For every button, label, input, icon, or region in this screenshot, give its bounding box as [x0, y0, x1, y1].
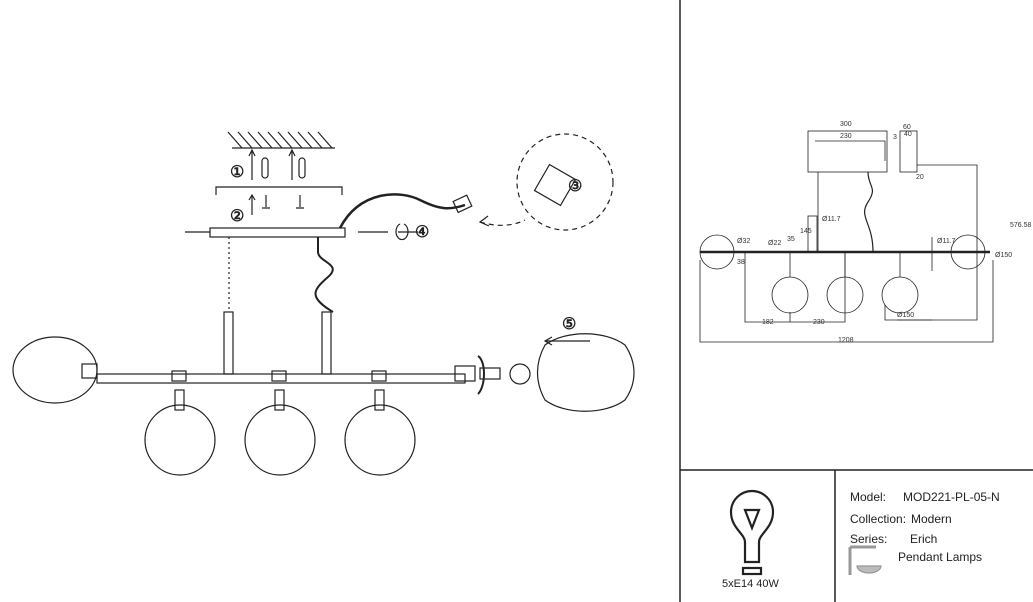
dim-label: 38 — [737, 259, 745, 266]
ceiling-icon — [227, 131, 335, 149]
canopy-plate — [209, 227, 346, 238]
dim-label: 230 — [840, 133, 852, 140]
model-label: Model: — [850, 490, 887, 504]
dim-label: 1208 — [838, 337, 854, 344]
dim-label: 60 — [903, 124, 911, 131]
dim-label: 230 — [813, 319, 825, 326]
step-3-label: ③ — [568, 176, 583, 195]
terminal-block-icon — [533, 163, 577, 207]
dim-label: Ø150 — [897, 312, 915, 319]
dimension-drawing — [699, 130, 994, 343]
arrow-icon — [478, 215, 490, 227]
dim-label: Ø32 — [737, 238, 751, 245]
dim-label: 3 — [893, 134, 897, 141]
arrow-icon — [248, 148, 306, 215]
mounting-bracket — [215, 186, 343, 195]
dim-label: Ø11.7 — [937, 238, 956, 245]
dim-label: 300 — [840, 121, 852, 128]
step-4-label: ④ — [415, 222, 430, 241]
dim-label: Ø22 — [768, 240, 782, 247]
suspension-rod — [223, 311, 234, 375]
detail-circle — [516, 133, 614, 231]
model-value: MOD221-PL-05-N — [903, 490, 1000, 504]
series-value: Erich — [910, 532, 938, 546]
bulb-icon — [729, 489, 775, 576]
dim-label: 576.58 — [1010, 222, 1032, 229]
supply-cable — [338, 193, 466, 229]
step-1-label: ① — [230, 162, 245, 181]
dim-label: Ø11.7 — [822, 216, 841, 223]
step-2-label: ② — [230, 206, 245, 225]
rotate-icon — [395, 223, 409, 241]
dim-label: 40 — [904, 131, 912, 138]
dim-label: 145 — [800, 228, 812, 235]
dim-label: 182 — [762, 319, 774, 326]
collection-label: Collection: — [850, 512, 907, 526]
dim-label: 20 — [916, 174, 924, 181]
collection-value: Modern — [911, 512, 952, 526]
dim-label: 35 — [787, 236, 795, 243]
series-label: Series: — [850, 532, 888, 546]
arrow-icon — [543, 336, 590, 346]
power-wire — [314, 237, 334, 313]
terminal-icon — [452, 194, 473, 214]
hanging-globes — [144, 370, 416, 476]
step-5-label: ⑤ — [562, 314, 577, 333]
lamp-bar — [96, 373, 466, 384]
pendant-lamp-icon — [848, 545, 882, 575]
suspension-rod — [321, 311, 332, 375]
lamp-type: Pendant Lamps — [898, 550, 983, 564]
bulb-spec: 5xE14 40W — [722, 578, 779, 590]
dim-label: Ø150 — [995, 252, 1013, 259]
globe-shade — [12, 333, 635, 412]
